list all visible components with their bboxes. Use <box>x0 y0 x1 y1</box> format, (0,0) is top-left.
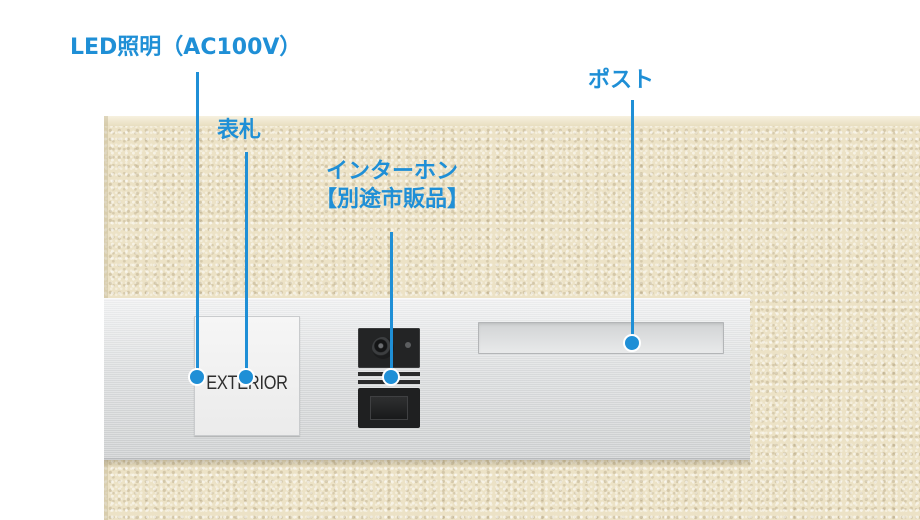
intercom-call-button <box>370 396 408 420</box>
mail-slot <box>478 322 724 354</box>
callout-leader-led-light <box>196 72 199 378</box>
callout-label-intercom-line2: 【別途市販品】 <box>314 187 469 212</box>
callout-marker-icon <box>625 336 639 350</box>
callout-marker-icon <box>190 370 204 384</box>
indicator-light-icon <box>405 342 411 348</box>
callout-label-led-light: LED照明（AC100V） <box>70 35 302 60</box>
callout-label-nameplate: 表札 <box>217 118 262 143</box>
callout-leader-mailbox <box>631 100 634 344</box>
callout-marker-icon <box>239 370 253 384</box>
callout-leader-intercom <box>390 232 393 378</box>
callout-label-mailbox: ポスト <box>588 68 655 93</box>
callout-label-intercom-line1: インターホン <box>325 159 458 184</box>
callout-label-intercom: インターホン 【別途市販品】 <box>297 158 487 214</box>
camera-lens-icon <box>372 337 394 359</box>
callout-leader-nameplate <box>245 152 248 378</box>
intercom-call-unit <box>358 388 420 428</box>
band-shadow <box>104 460 750 468</box>
wall-top-edge <box>104 116 920 126</box>
callout-marker-icon <box>384 370 398 384</box>
intercom-camera-unit <box>358 328 420 368</box>
